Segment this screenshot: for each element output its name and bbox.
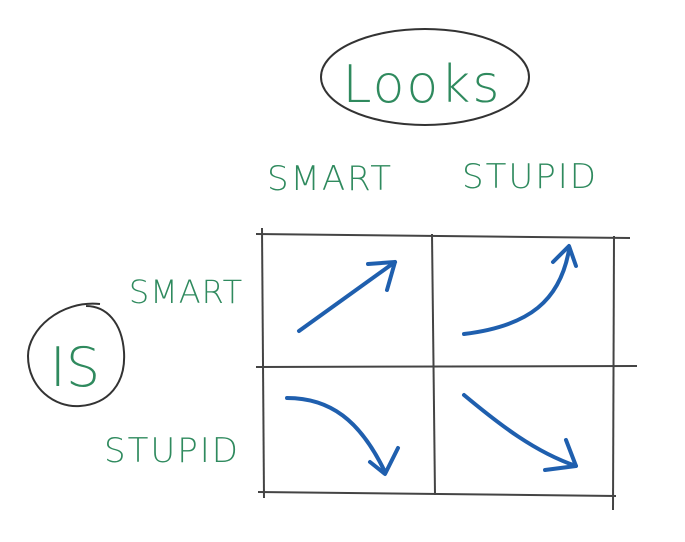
grid-right-line <box>612 235 615 511</box>
grid-bottom-line <box>257 491 617 497</box>
arrow-stupid-smart <box>285 396 400 476</box>
side-label-circle <box>26 302 126 408</box>
grid-middle-line <box>255 365 638 368</box>
arrows <box>285 244 578 476</box>
grid-top-line <box>255 233 631 239</box>
row-header-stupid: STUPID <box>104 431 240 471</box>
column-header-smart: SMART <box>267 159 393 199</box>
title-ellipse <box>320 28 530 126</box>
column-header-stupid: STUPID <box>462 157 598 197</box>
title-text: Looks <box>343 55 502 115</box>
grid-center-line <box>431 233 436 496</box>
arrow-smart-stupid <box>462 244 578 336</box>
side-label-text: IS <box>50 336 100 399</box>
row-header-smart: SMART <box>129 273 243 311</box>
grid <box>255 227 638 511</box>
arrow-smart-smart <box>297 260 397 333</box>
arrow-stupid-stupid <box>462 393 578 472</box>
grid-left-line <box>261 227 265 499</box>
